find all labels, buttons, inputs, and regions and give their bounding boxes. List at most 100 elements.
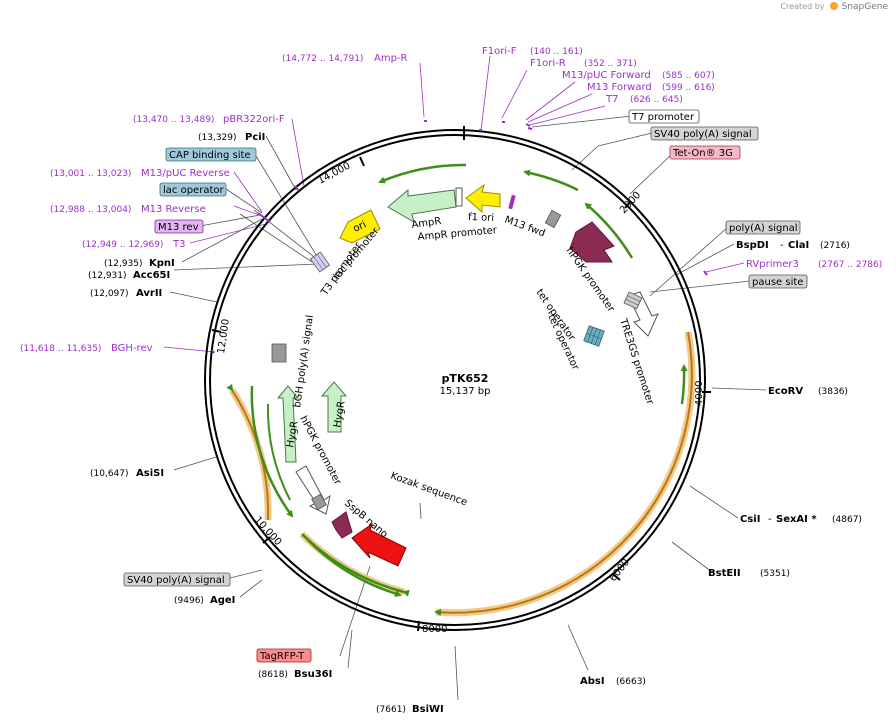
enzyme-pos-agei: (9496) bbox=[174, 596, 204, 606]
site-markers bbox=[211, 120, 708, 354]
svg-text:TagRFP-T: TagRFP-T bbox=[259, 651, 305, 662]
svg-text:SV40 poly(A) signal: SV40 poly(A) signal bbox=[654, 129, 752, 140]
box-sv40-bottom: SV40 poly(A) signal bbox=[123, 572, 231, 587]
primer-name-m13puc-fwd: M13/pUC Forward bbox=[562, 70, 651, 81]
plasmid-size: 15,137 bp bbox=[440, 386, 491, 397]
box-tagrfp-t: TagRFP-T bbox=[256, 648, 312, 663]
arc-ori-region bbox=[378, 163, 467, 184]
svg-text:M13 rev: M13 rev bbox=[158, 222, 199, 233]
enzyme-name-bsiwi: BsiWI bbox=[412, 704, 444, 715]
enzyme-name-absi: AbsI bbox=[580, 676, 605, 687]
box-sv40-top: SV40 poly(A) signal bbox=[650, 126, 759, 141]
feature-arcs bbox=[226, 163, 696, 617]
sv40-small-block bbox=[544, 209, 562, 229]
created-by-text: Created by bbox=[780, 2, 825, 11]
primer-name-m13-fwd: M13 Forward bbox=[587, 82, 652, 93]
kozak-label: Kozak sequence bbox=[389, 470, 469, 508]
enzyme-name-acc65i: Acc65I bbox=[133, 270, 170, 281]
svg-text:Tet-On® 3G: Tet-On® 3G bbox=[672, 148, 733, 159]
bgh-polya-block bbox=[271, 343, 287, 363]
arc-large-orange bbox=[434, 331, 693, 616]
svg-text:SV40 poly(A) signal: SV40 poly(A) signal bbox=[127, 575, 225, 586]
tick-marks bbox=[211, 126, 711, 632]
primer-labels: (14,772 .. 14,791) Amp-R F1ori-F (140 ..… bbox=[20, 46, 882, 354]
enzyme-pos-bsteii: (5351) bbox=[760, 569, 790, 579]
arc-hpgk-region bbox=[523, 169, 579, 192]
enzyme-name-bsteii: BstEII bbox=[708, 568, 741, 579]
tick-8000: 8000 bbox=[422, 624, 447, 635]
enzyme-partner-sexai: SexAI * bbox=[776, 514, 817, 525]
enzyme-pos-asisi: (10,647) bbox=[90, 469, 129, 479]
enzyme-name-csii: CsiI bbox=[740, 514, 760, 525]
snapgene-logo-icon bbox=[830, 2, 839, 10]
primer-range-m13-rev: (12,988 .. 13,004) bbox=[50, 205, 131, 215]
hpgk-bottom-arrow bbox=[295, 465, 331, 515]
primer-range-t7: (626 .. 645) bbox=[630, 95, 683, 105]
box-cap-binding-site: CAP binding site bbox=[165, 147, 257, 162]
enzyme-pos-bsu36i: (8618) bbox=[258, 670, 288, 680]
box-pause-site: pause site bbox=[748, 274, 808, 289]
enzyme-name-kpni: KpnI bbox=[149, 258, 175, 269]
primer-name-f1orif: F1ori-F bbox=[482, 46, 517, 57]
primer-range-t3: (12,949 .. 12,969) bbox=[82, 240, 163, 250]
box-polya-signal: poly(A) signal bbox=[725, 220, 801, 235]
primer-range-f1orif: (140 .. 161) bbox=[530, 47, 583, 57]
tagrfp-arrow bbox=[351, 522, 407, 567]
hygr-label-1: HygR bbox=[285, 420, 300, 448]
tick-4000: 4000 bbox=[694, 381, 705, 406]
tick-14000: 14,000 bbox=[316, 161, 352, 187]
primer-range-f1orir: (352 .. 371) bbox=[584, 59, 637, 69]
svg-text:CAP binding site: CAP binding site bbox=[169, 150, 251, 161]
box-lac-operator: lac operator bbox=[159, 182, 227, 197]
svg-text:T7 promoter: T7 promoter bbox=[631, 112, 695, 123]
enzyme-pos-acc65i: (12,931) bbox=[88, 271, 127, 281]
t3-promoter-label: T3 promoter bbox=[319, 240, 365, 299]
enzyme-name-ecorv: EcoRV bbox=[768, 386, 803, 397]
m13-fwd-site bbox=[508, 194, 516, 210]
enzyme-pos-ecorv: (3836) bbox=[818, 387, 848, 397]
enzyme-pos-pcii: (13,329) bbox=[198, 133, 237, 143]
enzyme-name-pcii: PciI bbox=[245, 132, 265, 143]
enzyme-name-bsu36i: Bsu36I bbox=[294, 669, 332, 680]
enzyme-labels: (13,329) PciI (12,935) KpnI (12,931) Acc… bbox=[88, 132, 862, 715]
primer-name-rvprimer3: RVprimer3 bbox=[746, 259, 799, 270]
sspb-arrow bbox=[331, 511, 353, 539]
primer-range-pbr322: (13,470 .. 13,489) bbox=[133, 115, 214, 125]
f1-ori-arrow bbox=[465, 183, 501, 214]
header: Created by SnapGene bbox=[780, 2, 888, 12]
boxed-labels: T7 promoter SV40 poly(A) signal Tet-On® … bbox=[123, 109, 808, 663]
leader-lines bbox=[163, 55, 767, 701]
enzyme-name-avrii: AvrII bbox=[136, 288, 162, 299]
enzyme-name-asisi: AsiSI bbox=[136, 468, 164, 479]
pause-site-block bbox=[623, 291, 643, 310]
svg-text:pause site: pause site bbox=[752, 277, 803, 288]
primer-name-m13-rev: M13 Reverse bbox=[141, 204, 206, 215]
enzyme-pos-absi: (6663) bbox=[616, 677, 646, 687]
tick-12000: 12,000 bbox=[216, 318, 232, 354]
primer-range-m13puc-rev: (13,001 .. 13,023) bbox=[50, 169, 131, 179]
enzyme-name-agei: AgeI bbox=[210, 595, 235, 606]
hygr-label-2: HygR bbox=[332, 400, 347, 428]
primer-name-m13puc-rev: M13/pUC Reverse bbox=[141, 168, 230, 179]
primer-range-ampr: (14,772 .. 14,791) bbox=[282, 54, 363, 64]
primer-range-rvprimer3: (2767 .. 2786) bbox=[818, 260, 882, 270]
ori-arrow bbox=[339, 209, 381, 244]
box-t7-promoter: T7 promoter bbox=[628, 109, 700, 124]
ampr-arrow bbox=[387, 188, 457, 224]
hpgk-top-arrow bbox=[569, 221, 615, 263]
primer-range-m13-fwd: (599 .. 616) bbox=[662, 83, 715, 93]
enzyme-partner-clai: ClaI bbox=[788, 240, 809, 251]
box-tet-on-3g: Tet-On® 3G bbox=[669, 145, 741, 160]
kozak-block bbox=[311, 493, 327, 511]
bgh-label: bGH poly(A) signal bbox=[292, 314, 316, 408]
hygr-arrow-2 bbox=[320, 381, 348, 433]
enzyme-name-bspdi: BspDI bbox=[736, 240, 769, 251]
snapgene-brand: SnapGene bbox=[841, 2, 888, 12]
primer-name-pbr322: pBR322ori-F bbox=[223, 114, 285, 125]
enzyme-dash-csii: - bbox=[768, 514, 772, 525]
m13-fwd-label: M13 fwd bbox=[503, 214, 547, 239]
primer-name-bgh: BGH-rev bbox=[111, 343, 153, 354]
enzyme-pos-bspdi: (2716) bbox=[820, 241, 850, 251]
primer-name-f1orir: F1ori-R bbox=[530, 58, 566, 69]
enzyme-pos-csii: (4867) bbox=[832, 515, 862, 525]
